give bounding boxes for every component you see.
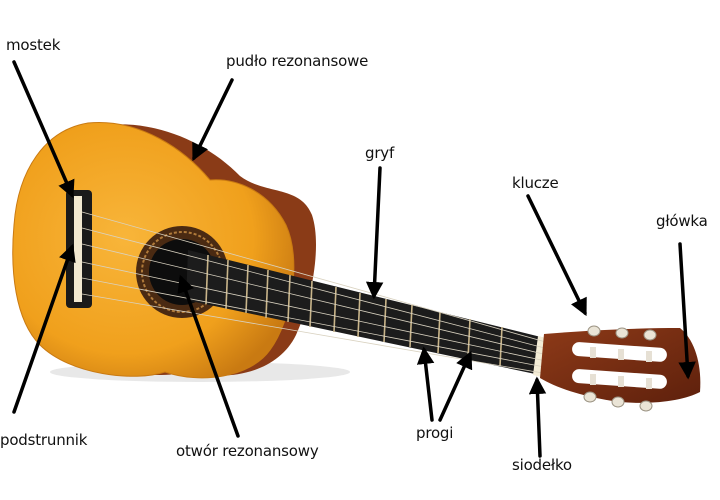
arrow-otwor (177, 274, 240, 438)
arrow-glowka (678, 242, 696, 380)
label-pudlo-rezonansowe: pudło rezonansowe (226, 52, 369, 70)
arrow-podstrunnik (12, 243, 76, 414)
arrow-siodelko (528, 376, 547, 458)
arrow-progi-1 (416, 346, 435, 422)
arrow-mostek (12, 60, 75, 199)
saddle (74, 196, 82, 302)
strings (81, 211, 561, 377)
headstock (540, 328, 701, 403)
label-otwor-rezonansowy: otwór rezonansowy (176, 442, 319, 460)
tuning-keys (583, 325, 657, 412)
label-podstrunnik: podstrunnik (0, 431, 88, 449)
label-mostek: mostek (6, 36, 61, 54)
label-klucze: klucze (512, 174, 559, 192)
label-progi: progi (416, 424, 454, 442)
tuner-rollers (590, 347, 652, 389)
label-gryf: gryf (365, 144, 395, 162)
arrow-pudlo (192, 78, 234, 162)
arrow-gryf (365, 166, 384, 300)
label-siodelko: siodełko (512, 456, 572, 474)
label-glowka: główka (656, 212, 708, 230)
nut (533, 336, 546, 377)
arrow-progi-2 (438, 350, 473, 422)
fretboard (186, 250, 545, 375)
arrow-klucze (526, 194, 587, 317)
